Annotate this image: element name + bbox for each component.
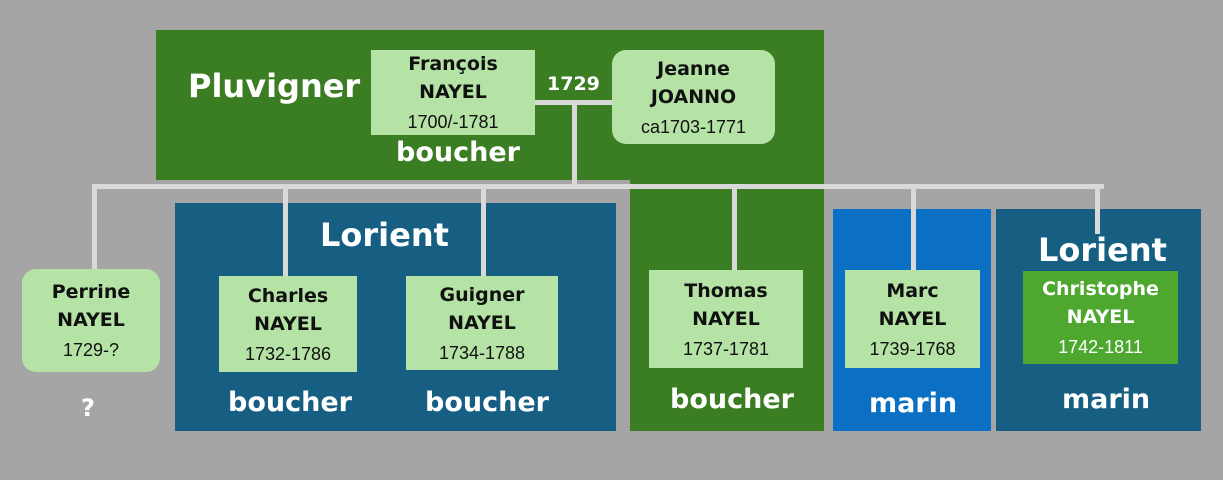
drop-line-thomas	[732, 184, 737, 272]
person-jeanne-joanno: Jeanne JOANNO ca1703-1771	[612, 50, 775, 144]
trade-label-marc: marin	[869, 388, 958, 419]
marriage-line	[535, 100, 612, 105]
drop-line-christophe	[1095, 184, 1100, 234]
last-name: NAYEL	[254, 312, 322, 335]
life-dates: 1700/-1781	[407, 112, 499, 132]
life-dates: 1729-?	[62, 340, 120, 360]
drop-line-perrine	[92, 184, 97, 272]
trade-unknown: ?	[81, 394, 95, 422]
life-dates: ca1703-1771	[640, 116, 747, 137]
trade-label-guigner: boucher	[425, 387, 549, 418]
last-name: NAYEL	[692, 307, 760, 330]
life-dates: 1732-1786	[244, 343, 332, 364]
last-name: NAYEL	[1066, 306, 1135, 328]
last-name: NAYEL	[448, 311, 516, 334]
life-dates: 1737-1781	[682, 338, 770, 359]
last-name: NAYEL	[878, 307, 947, 330]
first-name: Christophe	[1042, 278, 1159, 300]
drop-line-marc	[911, 184, 916, 272]
first-name: Thomas	[684, 279, 768, 302]
trade-label-charles: boucher	[228, 387, 352, 418]
first-name: François	[408, 53, 498, 75]
person-marc-nayel: Marc NAYEL 1739-1768	[845, 270, 980, 368]
place-label-lorient-christophe: Lorient	[1038, 231, 1167, 269]
trade-label-parents: boucher	[396, 137, 520, 168]
first-name: Charles	[247, 284, 329, 307]
person-guigner-nayel: Guigner NAYEL 1734-1788	[406, 276, 558, 370]
last-name: JOANNO	[650, 85, 737, 108]
last-name: NAYEL	[419, 81, 487, 103]
last-name: NAYEL	[57, 309, 125, 331]
drop-line-guigner	[481, 184, 486, 276]
person-perrine-nayel: Perrine NAYEL 1729-?	[22, 269, 160, 372]
first-name: Guigner	[439, 283, 525, 306]
trade-label-thomas: boucher	[670, 384, 794, 415]
first-name: Jeanne	[657, 57, 730, 80]
marriage-year: 1729	[547, 73, 600, 95]
life-dates: 1734-1788	[438, 342, 526, 363]
life-dates: 1742-1811	[1058, 337, 1143, 357]
person-charles-nayel: Charles NAYEL 1732-1786	[219, 276, 357, 372]
descent-line-vertical	[572, 100, 577, 187]
person-christophe-nayel: Christophe NAYEL 1742-1811	[1023, 271, 1178, 364]
siblings-line-horizontal	[92, 184, 1104, 189]
place-label-lorient: Lorient	[320, 216, 449, 254]
person-thomas-nayel: Thomas NAYEL 1737-1781	[649, 270, 803, 368]
first-name: Marc	[886, 279, 939, 302]
drop-line-charles	[283, 184, 288, 276]
person-francois-nayel: François NAYEL 1700/-1781	[371, 50, 535, 135]
first-name: Perrine	[51, 281, 131, 303]
trade-label-christophe: marin	[1062, 384, 1151, 415]
life-dates: 1739-1768	[869, 338, 956, 359]
place-label-pluvigner: Pluvigner	[188, 67, 361, 105]
